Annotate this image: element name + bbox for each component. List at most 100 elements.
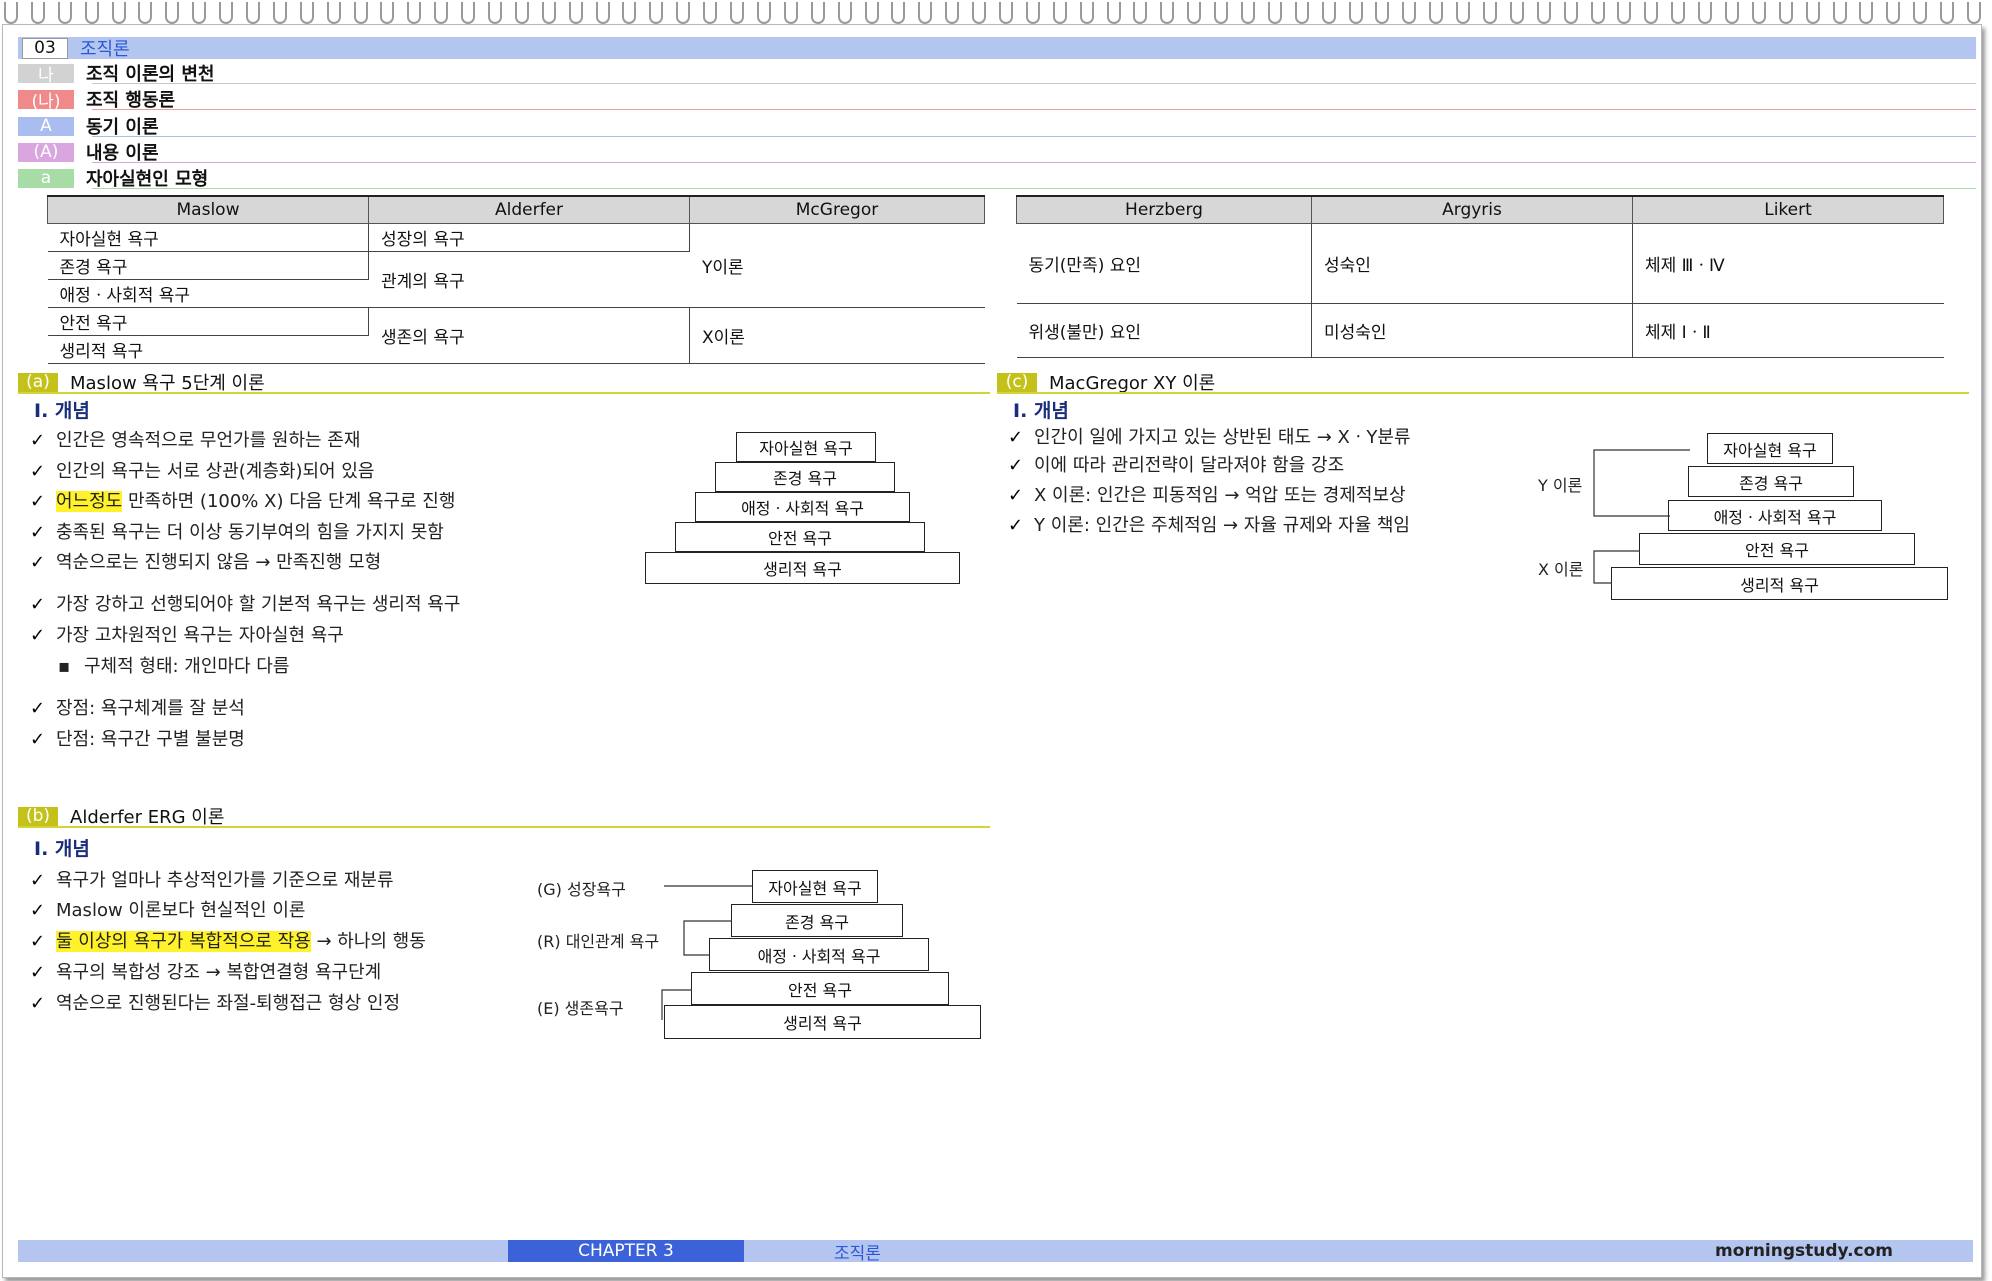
bullet-a-5: ✓가장 강하고 선행되어야 할 기본적 욕구는 생리적 욕구 — [30, 594, 461, 615]
spiral-ring — [30, 2, 45, 24]
label-relatedness: (R) 대인관계 욕구 — [537, 932, 660, 951]
section-c-header: (c) MacGregor XY 이론 — [997, 370, 1969, 394]
bullet-a-6: ✓가장 고차원적인 욕구는 자아실현 욕구 — [30, 625, 344, 646]
spiral-ring — [837, 2, 852, 24]
spiral-ring — [595, 2, 610, 24]
footer-chapter: CHAPTER 3 — [508, 1240, 744, 1262]
spiral-ring — [1321, 2, 1336, 24]
cell-argyris-1: 미성숙인 — [1311, 303, 1633, 358]
bullet-a-0: ✓인간은 영속적으로 무언가를 원하는 존재 — [30, 430, 361, 451]
heading-na: 조직 이론의 변천 — [86, 64, 215, 85]
bullet-b-1: ✓Maslow 이론보다 현실적인 이론 — [30, 900, 306, 921]
header-level-A: A 동기 이론 — [18, 115, 1976, 138]
spiral-ring — [1886, 2, 1901, 24]
spiral-ring — [918, 2, 933, 24]
spiral-ring — [1805, 2, 1820, 24]
spiral-ring — [1940, 2, 1955, 24]
spiral-ring — [165, 2, 180, 24]
spiral-ring — [998, 2, 1013, 24]
spiral-ring — [461, 2, 476, 24]
heading-a: 자아실현인 모형 — [86, 169, 209, 190]
header-chapter: 03 조직론 — [18, 37, 1976, 60]
spiral-ring — [1187, 2, 1202, 24]
heading-A: 동기 이론 — [86, 117, 159, 138]
label-y-theory: Y 이론 — [1538, 476, 1583, 495]
label-existence: (E) 생존욕구 — [537, 999, 624, 1018]
footer-site: morningstudy.com — [1715, 1241, 1893, 1261]
spiral-ring — [649, 2, 664, 24]
pyramid-b-level-4: 생리적 욕구 — [664, 1005, 981, 1039]
header-level-a: a 자아실현인 모형 — [18, 167, 1976, 190]
tag-paren-A: (A) — [18, 142, 74, 162]
spiral-ring — [1294, 2, 1309, 24]
bullet-c-0: ✓인간이 일에 가지고 있는 상반된 태도 → XㆍY분류 — [1008, 427, 1411, 448]
spiral-ring — [541, 2, 556, 24]
cell-likert-0: 체제 ⅢㆍⅣ — [1632, 223, 1944, 304]
spiral-ring — [1402, 2, 1417, 24]
th-maslow: Maslow — [47, 195, 369, 224]
spiral-ring — [1267, 2, 1282, 24]
bullet-b-0: ✓욕구가 얼마나 추상적인가를 기준으로 재분류 — [30, 870, 394, 891]
bullet-c-3: ✓Y 이론: 인간은 주체적임 → 자율 규제와 자율 책임 — [1008, 515, 1410, 536]
pyramid-b-level-1: 존경 욕구 — [731, 904, 903, 937]
spiral-ring — [192, 2, 207, 24]
spiral-ring — [1698, 2, 1713, 24]
tag-na: 나 — [18, 63, 74, 86]
section-a-concept: Ⅰ. 개념 — [34, 400, 90, 422]
cell-likert-1: 체제 ⅠㆍⅡ — [1632, 303, 1944, 358]
spiral-ring — [1509, 2, 1524, 24]
spiral-ring — [1214, 2, 1229, 24]
section-a-tag: (a) — [18, 372, 58, 392]
cell-mcgregor-x: X이론 — [689, 307, 985, 364]
spiral-ring — [246, 2, 261, 24]
section-b-concept: Ⅰ. 개념 — [34, 838, 90, 860]
bullet-a-2: ✓어느정도 만족하면 (100% X) 다음 단계 욕구로 진행 — [30, 491, 456, 512]
cell-maslow-0: 자아실현 욕구 — [47, 223, 369, 252]
bracket-lines-b — [661, 885, 752, 1020]
spiral-ring — [622, 2, 637, 24]
table-herzberg-argyris-likert: Herzberg Argyris Likert 동기(만족) 요인 성숙인 체제… — [1016, 195, 1944, 358]
spiral-ring — [783, 2, 798, 24]
spiral-ring — [756, 2, 771, 24]
bullet-c-2: ✓X 이론: 인간은 피동적임 → 억압 또는 경제적보상 — [1008, 485, 1406, 506]
spiral-ring — [1859, 2, 1874, 24]
bullet-a-pros: ✓장점: 욕구체계를 잘 분석 — [30, 698, 245, 719]
table-maslow-alderfer-mcgregor: Maslow Alderfer McGregor 자아실현 욕구 성장의 욕구 … — [47, 195, 985, 364]
header-level-na: 나 조직 이론의 변천 — [18, 62, 1976, 86]
pyramid-a-level-2: 애정ㆍ사회적 욕구 — [695, 492, 910, 522]
spiral-ring — [1967, 2, 1982, 24]
spiral-ring — [676, 2, 691, 24]
spiral-ring — [84, 2, 99, 24]
spiral-ring — [1106, 2, 1121, 24]
spiral-ring — [1913, 2, 1928, 24]
pyramid-c-level-2: 애정ㆍ사회적 욕구 — [1668, 500, 1882, 531]
spiral-ring — [1563, 2, 1578, 24]
section-a-header: (a) Maslow 욕구 5단계 이론 — [18, 370, 990, 394]
sub-bullet-a: ▪구체적 형태: 개인마다 다름 — [58, 656, 290, 677]
spiral-ring — [1133, 2, 1148, 24]
spiral-ring — [810, 2, 825, 24]
pyramid-a-level-3: 안전 욕구 — [675, 522, 925, 552]
bullet-c-1: ✓이에 따라 관리전략이 달라져야 함을 강조 — [1008, 455, 1345, 476]
spiral-ring — [1456, 2, 1471, 24]
spiral-ring — [1617, 2, 1632, 24]
spiral-ring — [111, 2, 126, 24]
section-c-concept: Ⅰ. 개념 — [1013, 400, 1069, 422]
tag-A: A — [18, 116, 74, 136]
header-level-paren-na: (나) 조직 행동론 — [18, 88, 1976, 112]
th-herzberg: Herzberg — [1016, 195, 1312, 224]
spiral-ring — [326, 2, 341, 24]
spiral-ring — [864, 2, 879, 24]
tag-a: a — [18, 168, 74, 188]
cell-maslow-3: 안전 욕구 — [47, 307, 369, 336]
pyramid-c-level-1: 존경 욕구 — [1688, 466, 1854, 497]
pyramid-c-level-3: 안전 욕구 — [1639, 533, 1915, 565]
cell-herzberg-0: 동기(만족) 요인 — [1016, 223, 1312, 304]
section-b-title: Alderfer ERG 이론 — [70, 807, 225, 828]
spiral-ring — [353, 2, 368, 24]
bullet-a-cons: ✓단점: 욕구간 구별 불분명 — [30, 729, 245, 750]
pyramid-c-level-0: 자아실현 욕구 — [1707, 433, 1833, 464]
spiral-ring — [891, 2, 906, 24]
spiral-ring — [1079, 2, 1094, 24]
